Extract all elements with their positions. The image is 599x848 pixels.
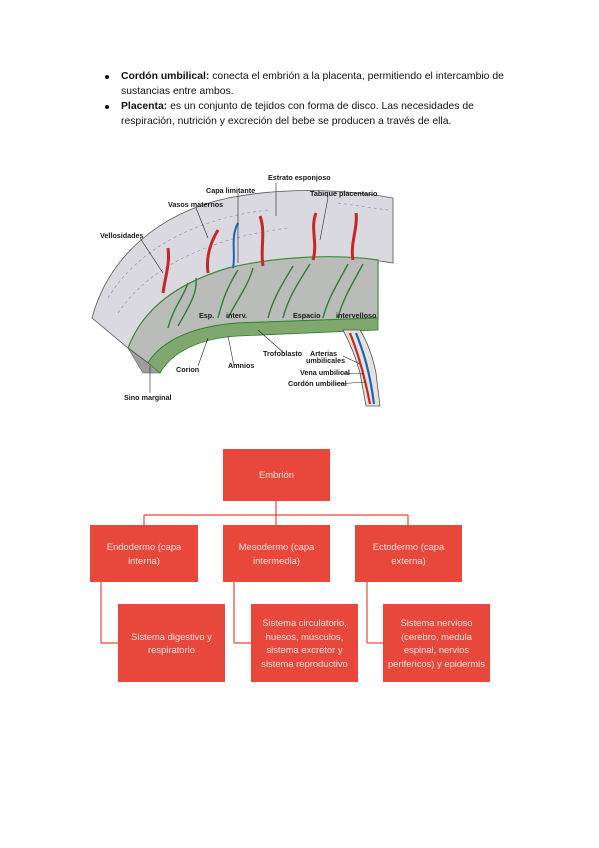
label-espacio: Espacio: [293, 311, 321, 320]
org-leaf-label: Sistema circulatorio, huesos, músculos, …: [261, 617, 348, 669]
org-leaf-label: Sistema digestivo y respiratorio: [131, 630, 212, 656]
org-leaf-ectodermo: Sistema nervioso (cerebro, medula espina…: [383, 604, 490, 682]
org-leaf-endodermo: Sistema digestivo y respiratorio: [118, 604, 225, 682]
label-tabique-placentario: Tabique placentario: [310, 189, 378, 198]
label-interv: interv.: [226, 311, 247, 320]
org-root-label: Embrión: [259, 469, 294, 481]
label-vellosidades: Vellosidades: [100, 231, 144, 240]
bullet-term: Placenta:: [121, 101, 168, 112]
leader-lines: [139, 183, 367, 393]
placenta-illustration: Estrato esponjoso Capa limitante Tabique…: [91, 173, 394, 407]
label-capa-limitante: Capa limitante: [206, 186, 255, 195]
label-vasos-maternos: Vasos maternos: [168, 200, 223, 209]
maternal-vessels: [161, 212, 358, 294]
org-branch-mesodermo: Mesodermo (capa intermedia): [223, 525, 330, 582]
label-amnios: Amnios: [228, 361, 254, 370]
bullet-dot: [105, 105, 109, 109]
org-leaf-mesodermo: Sistema circulatorio, huesos, músculos, …: [251, 604, 358, 682]
org-branch-label: Ectodermo (capa externa): [372, 541, 445, 566]
label-estrato-esponjoso: Estrato esponjoso: [268, 173, 331, 182]
marginal-sinus: [127, 347, 161, 374]
label-trofoblasto: Trofoblasto: [263, 349, 303, 358]
villi: [167, 263, 364, 329]
org-leaf-label: Sistema nervioso (cerebro, medula espina…: [388, 617, 485, 669]
bullet-placenta: Placenta: es un conjunto de tejidos con …: [102, 100, 522, 129]
org-branch-ectodermo: Ectodermo (capa externa): [355, 525, 462, 582]
bullet-dot: [105, 75, 109, 79]
label-vena-umbilical: Vena umbilical: [300, 368, 350, 377]
label-intervelloso: intervelloso: [336, 311, 377, 320]
label-cordon-umbilical: Cordón umbilical: [288, 379, 347, 388]
bullet-cordon-umbilical: Cordón umbilical: conecta el embrión a l…: [102, 70, 522, 99]
label-umbilicales: umbilicales: [306, 356, 345, 365]
org-branch-label: Mesodermo (capa intermedia): [238, 541, 315, 566]
bullet-text: conecta el embrión a la placenta, permit…: [121, 71, 504, 97]
chorion-plate: [147, 317, 379, 374]
bullet-list: Cordón umbilical: conecta el embrión a l…: [102, 70, 522, 130]
bullet-text: es un conjunto de tejidos con forma de d…: [121, 101, 474, 127]
label-corion: Corion: [176, 365, 199, 374]
label-sino-marginal: Sino marginal: [124, 393, 172, 402]
bullet-term: Cordón umbilical:: [121, 71, 210, 82]
label-esp: Esp.: [199, 311, 214, 320]
org-root-embrion: Embrión: [223, 449, 330, 501]
label-arterias: Arterias: [310, 349, 337, 358]
org-branch-label: Endodermo (capa interna): [106, 541, 182, 566]
org-branch-endodermo: Endodermo (capa interna): [90, 525, 198, 582]
